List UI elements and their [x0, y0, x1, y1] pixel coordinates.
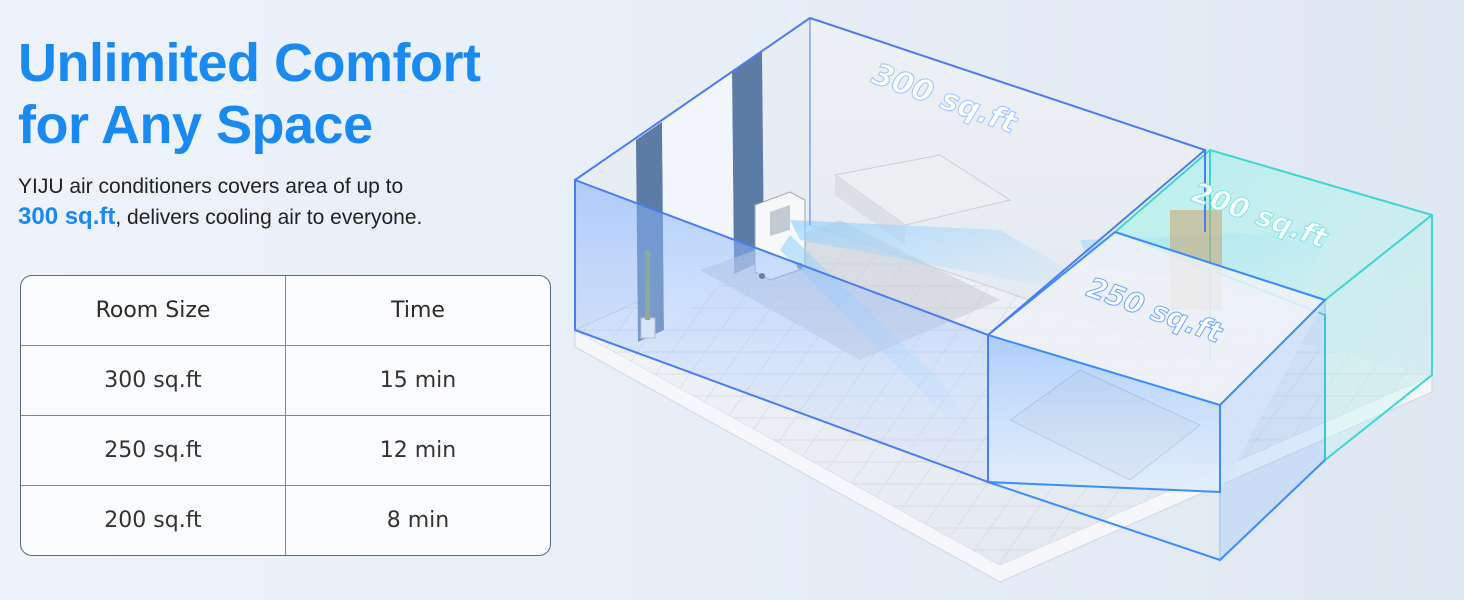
airflow-stream — [790, 220, 1120, 300]
table-row: 300 sq.ft 15 min — [21, 345, 550, 416]
headline-line-1: Unlimited Comfort — [18, 33, 481, 93]
table-header-row: Room Size Time — [21, 276, 550, 346]
room-size-cell: 250 sq.ft — [21, 415, 286, 487]
room-illustration: 300 sq.ft 200 sq.ft 250 sq.ft — [574, 16, 1433, 583]
room-size-cell: 300 sq.ft — [21, 345, 286, 416]
subtitle-line-2: 300 sq.ft, delivers cooling air to every… — [18, 202, 422, 233]
headline: Unlimited Comfort for Any Space — [18, 32, 481, 156]
table-row: 250 sq.ft 12 min — [21, 415, 550, 487]
headline-line-2: for Any Space — [18, 95, 373, 155]
header-room-size: Room Size — [21, 276, 286, 346]
room-300-front — [574, 178, 989, 484]
time-cell: 12 min — [285, 415, 550, 487]
room-size-cell: 200 sq.ft — [21, 485, 286, 555]
time-cell: 8 min — [386, 508, 450, 534]
room-size-table: Room Size Time 300 sq.ft 15 min 250 sq.f… — [20, 275, 551, 556]
subtitle-line-1: YIJU air conditioners covers area of up … — [18, 175, 404, 198]
coverage-highlight: 300 sq.ft — [18, 203, 116, 230]
subtitle: YIJU air conditioners covers area of up … — [18, 172, 422, 233]
sofa — [833, 154, 1012, 226]
header-time: Time — [285, 276, 550, 346]
time-cell: 15 min — [285, 345, 550, 416]
subtitle-line-2-rest: , delivers cooling air to everyone. — [115, 206, 423, 229]
table-row: 200 sq.ft 8 min — [21, 485, 550, 555]
